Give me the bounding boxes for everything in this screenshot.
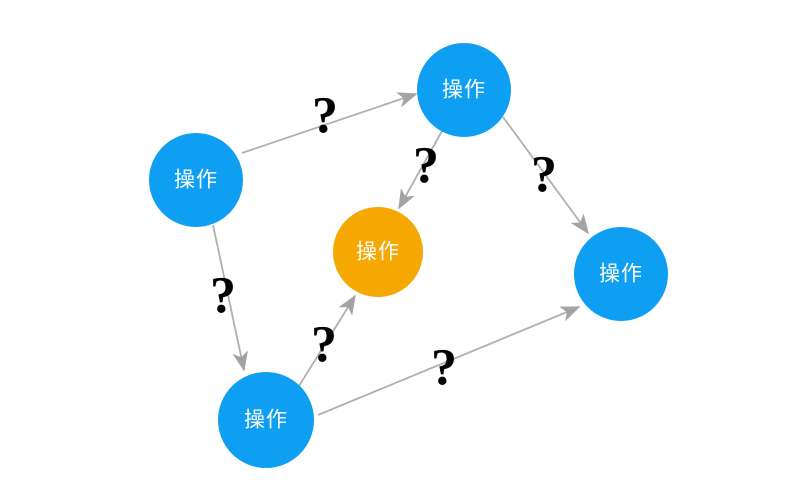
node-center: 操作 xyxy=(333,207,423,297)
node-label: 操作 xyxy=(244,409,288,432)
edge-top-to-right xyxy=(502,116,589,235)
edge-left-to-top xyxy=(241,92,418,154)
question-mark-top-to-right: ? xyxy=(531,147,557,204)
node-label: 操作 xyxy=(442,79,486,102)
node-left: 操作 xyxy=(149,133,243,227)
edges-layer xyxy=(212,92,589,416)
node-circle-top xyxy=(417,43,511,137)
question-mark-bottom-to-center: ? xyxy=(311,317,337,374)
question-mark-left-to-top: ? xyxy=(312,88,338,145)
node-circle-left xyxy=(149,133,243,227)
node-circle-right xyxy=(574,227,668,321)
node-label: 操作 xyxy=(599,263,643,286)
node-bottom: 操作 xyxy=(218,372,314,468)
edge-bottom-to-center xyxy=(298,294,356,387)
edge-top-to-center xyxy=(398,130,443,210)
edge-labels-layer: ?????? xyxy=(210,88,557,397)
edge-left-to-bottom xyxy=(212,224,248,372)
node-circle-bottom xyxy=(218,372,314,468)
node-label: 操作 xyxy=(174,169,218,192)
node-circle-center xyxy=(333,207,423,297)
node-top: 操作 xyxy=(417,43,511,137)
node-right: 操作 xyxy=(574,227,668,321)
node-label: 操作 xyxy=(356,241,400,264)
question-mark-bottom-to-right: ? xyxy=(431,340,457,397)
question-mark-top-to-center: ? xyxy=(413,138,439,195)
question-mark-left-to-bottom: ? xyxy=(210,268,236,325)
edge-bottom-to-right xyxy=(317,306,581,416)
